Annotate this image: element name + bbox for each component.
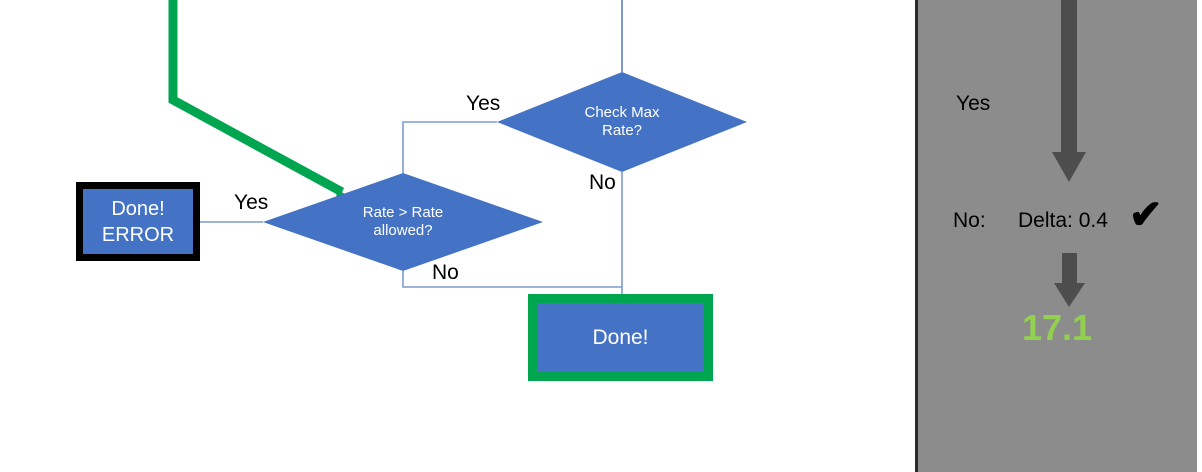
node-check-max-rate [497, 72, 747, 172]
arrow-short-shaft [1062, 253, 1077, 286]
status-panel: Yes No: Delta: 0.4 ✔ 17.1 [915, 0, 1197, 472]
highlight-path [168, 0, 345, 196]
edge-label-check-max-no: No [589, 171, 616, 194]
arrow-long-head [1052, 152, 1086, 182]
connector-check-max-yes [402, 121, 497, 173]
done-error-line1: Done! [111, 197, 165, 220]
panel-delta-label: Delta: 0.4 [1018, 209, 1108, 232]
panel-yes-label: Yes [956, 92, 991, 115]
connector-rate-no [402, 271, 622, 288]
edge-label-rate-yes: Yes [234, 191, 269, 214]
flowchart-canvas: Check Max Rate? Rate > Rate allowed? Don… [76, 0, 747, 381]
node-rate-gt-rate [263, 173, 543, 271]
node-done-label: Done! [537, 303, 704, 372]
edge-label-rate-no: No [432, 261, 459, 284]
panel-no-label: No: [953, 209, 986, 232]
node-done-error[interactable]: Done! ERROR [76, 182, 200, 261]
arrow-short-head [1054, 283, 1085, 307]
check-icon: ✔ [1129, 193, 1163, 237]
panel-arrows [1052, 0, 1086, 307]
flowchart-connectors [168, 0, 747, 294]
node-done-error-label: Done! ERROR [83, 189, 193, 254]
done-line1: Done! [592, 325, 649, 349]
panel-result-value: 17.1 [1022, 307, 1093, 348]
done-error-line2: ERROR [101, 223, 175, 246]
arrow-long-shaft [1061, 0, 1077, 155]
node-done[interactable]: Done! [528, 294, 713, 381]
edge-label-check-max-yes: Yes [466, 92, 501, 115]
